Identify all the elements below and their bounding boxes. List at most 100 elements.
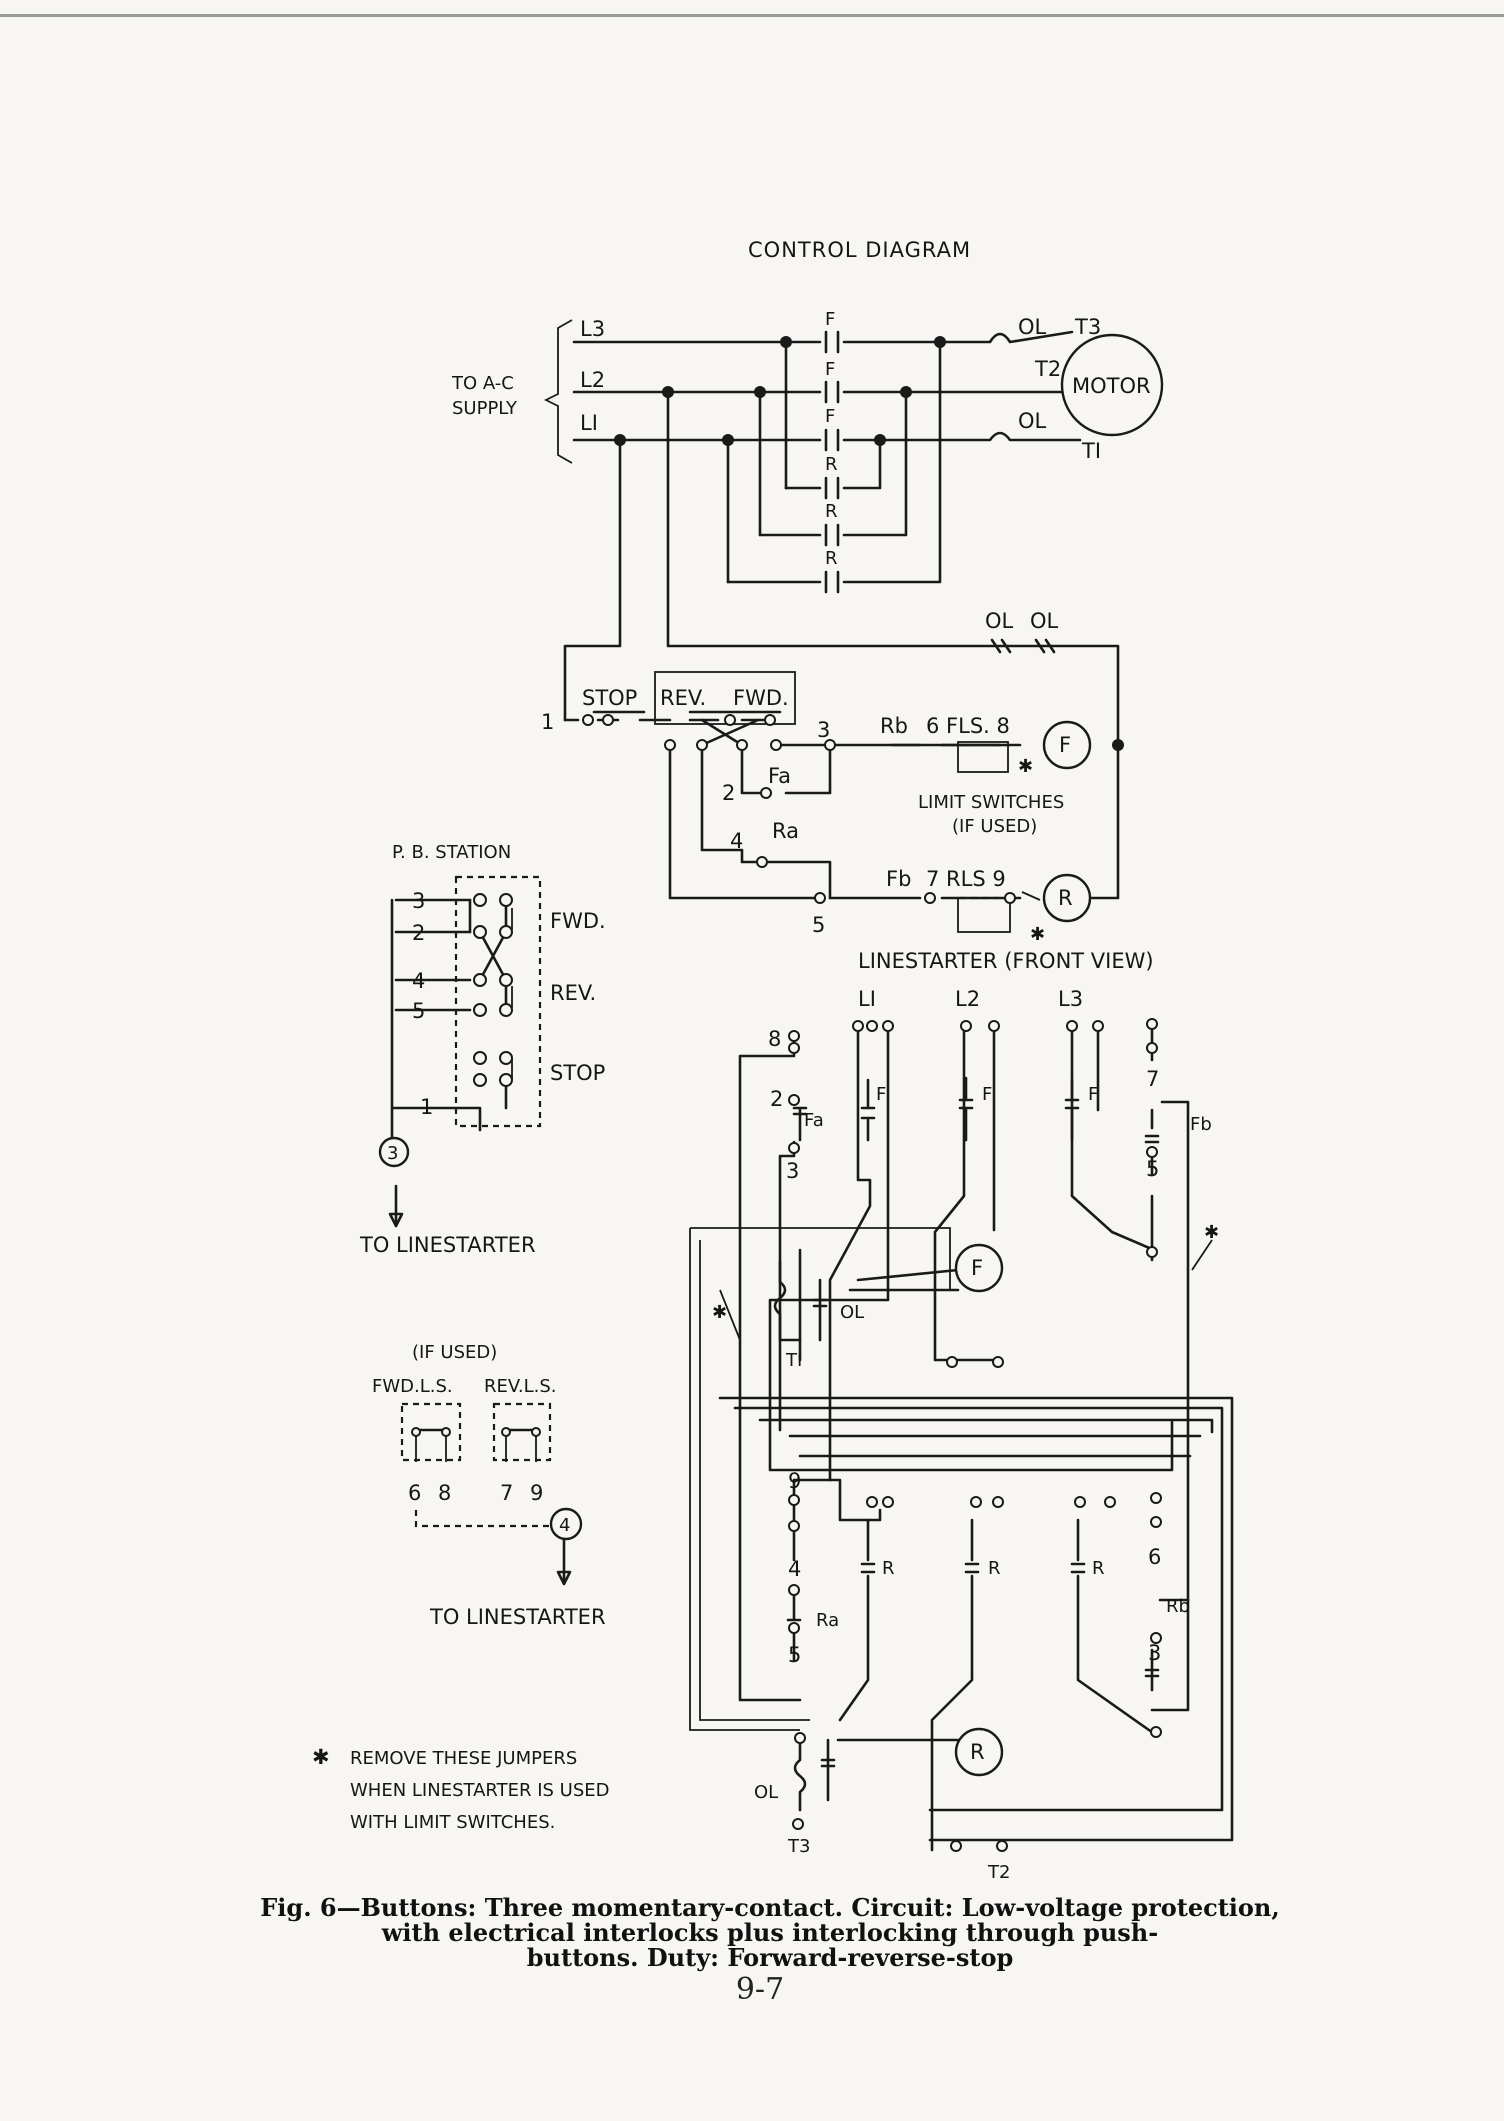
linestarter-title: LINESTARTER (FRONT VIEW) <box>858 949 1154 973</box>
footnote-mark: ✱ <box>312 1745 330 1769</box>
ls-label-fb: Fb <box>1190 1114 1212 1135</box>
interlock-fb-label: Fb <box>886 867 911 891</box>
linestarter-jumper-arrows <box>719 891 1213 1341</box>
footnote-line2: WHEN LINESTARTER IS USED <box>350 1780 610 1801</box>
control-junction <box>1112 739 1124 751</box>
supply-label-line2: SUPPLY <box>452 398 518 419</box>
motor-ol-label-1: OL <box>1018 315 1047 339</box>
ls-label-ol-lower: OL <box>754 1782 778 1803</box>
ls-label-ra: Ra <box>816 1610 839 1631</box>
ls-left-terminal-2: 2 <box>770 1087 783 1111</box>
r-contact-label-3: R <box>825 548 838 569</box>
ls-label-t3: T3 <box>787 1836 810 1857</box>
ls-terminal-9: 9 <box>530 1481 543 1505</box>
motor-ol-label-2: OL <box>1018 409 1047 433</box>
ls-circle-marker <box>549 1507 583 1541</box>
coil-f-label: F <box>1059 733 1071 757</box>
wire-number-5: 5 <box>812 913 825 937</box>
ls-line-l1: LI <box>858 987 876 1011</box>
pb-circle-marker <box>378 1136 410 1168</box>
stop-button-label: STOP <box>582 686 637 710</box>
linestarter-coil-r-label: R <box>970 1740 985 1764</box>
ls-contact-f-2: F <box>982 1084 992 1105</box>
pb-terminal-4: 4 <box>412 969 425 993</box>
pb-fwd-label: FWD. <box>550 909 606 933</box>
linestarter-coil-f-label: F <box>971 1256 983 1280</box>
ls-right-terminal-7: 7 <box>1146 1067 1159 1091</box>
line-l1-label: LI <box>580 411 598 435</box>
ls-circle-label: 4 <box>559 1515 570 1536</box>
ls-left-terminal-4: 4 <box>788 1557 801 1581</box>
ls-contact-f-3: F <box>1088 1084 1098 1105</box>
fls-label: 6 FLS. 8 <box>926 714 1010 738</box>
ls-contact-r-3: R <box>1092 1558 1105 1579</box>
pb-terminal-3: 3 <box>412 889 425 913</box>
ls-label-ol-upper: OL <box>840 1302 864 1323</box>
page-top-rule <box>0 14 1504 17</box>
rev-button-label: REV. <box>660 686 706 710</box>
pb-terminal-1: 1 <box>420 1095 433 1119</box>
linestarter-terminals <box>788 1018 1162 1852</box>
figure-caption: Fig. 6—Buttons: Three momentary-contact.… <box>230 1895 1310 1970</box>
control-ol-label-1: OL <box>985 609 1014 633</box>
caption-line1: Fig. 6—Buttons: Three momentary-contact.… <box>260 1893 1280 1922</box>
interlock-rb-label: Rb <box>880 714 908 738</box>
ls-label-fa: Fa <box>804 1110 824 1131</box>
diagram-title: CONTROL DIAGRAM <box>748 238 971 262</box>
fwd-button-label: FWD. <box>733 686 789 710</box>
wire-number-3: 3 <box>817 718 830 742</box>
ls-to-linestarter: TO LINESTARTER <box>429 1605 606 1629</box>
line-l3-label: L3 <box>580 317 605 341</box>
caption-line2: with electrical interlocks plus interloc… <box>381 1918 1159 1947</box>
ls-left-terminal-3: 3 <box>786 1159 799 1183</box>
rev-ls-label: REV.L.S. <box>484 1376 557 1397</box>
r-contact-label-1: R <box>825 454 838 475</box>
ls-left-terminal-5: 5 <box>788 1643 801 1667</box>
ls-terminal-6: 6 <box>408 1481 421 1505</box>
control-wiring <box>563 390 1120 900</box>
pb-circle-label: 3 <box>387 1143 398 1164</box>
supply-label-line1: TO A-C <box>451 373 514 394</box>
ls-line-l3: L3 <box>1058 987 1083 1011</box>
jumper-mark-2: ✱ <box>1030 924 1045 945</box>
footnote-line1: REMOVE THESE JUMPERS <box>350 1748 577 1769</box>
ls-left-terminal-9: 9 <box>788 1469 801 1493</box>
ls-left-terminal-8: 8 <box>768 1027 781 1051</box>
r-contact-label-2: R <box>825 501 838 522</box>
supply-brace <box>543 319 573 464</box>
ls-line-l2: L2 <box>955 987 980 1011</box>
pb-terminal-5: 5 <box>412 999 425 1023</box>
motor-terminal-t3: T3 <box>1074 315 1101 339</box>
f-contact-label-3: F <box>825 406 835 427</box>
page-number: 9-7 <box>735 1972 785 2007</box>
wire-number-1: 1 <box>541 710 554 734</box>
rls-label: 7 RLS 9 <box>926 867 1006 891</box>
ls-terminal-7: 7 <box>500 1481 513 1505</box>
pb-stop-label: STOP <box>550 1061 605 1085</box>
motor-label: MOTOR <box>1072 374 1151 398</box>
limit-switches-label-line2: (IF USED) <box>952 816 1037 837</box>
f-contact-label-1: F <box>825 309 835 330</box>
ls-right-terminal-6: 6 <box>1148 1545 1161 1569</box>
motor-terminal-t1: TI <box>1081 439 1101 463</box>
jumper-mark-1: ✱ <box>1018 756 1033 777</box>
pb-station-drawing <box>388 875 542 1228</box>
footnote-line3: WITH LIMIT SWITCHES. <box>350 1812 555 1833</box>
pb-to-linestarter: TO LINESTARTER <box>359 1233 536 1257</box>
linestarter-coil-f <box>954 1243 1004 1293</box>
fwd-ls-label: FWD.L.S. <box>372 1376 453 1397</box>
limit-switch-drawing <box>400 1402 572 1586</box>
ls-if-used: (IF USED) <box>412 1342 497 1363</box>
ls-contact-f-1: F <box>876 1084 886 1105</box>
power-lines <box>572 330 1082 594</box>
ls-label-t1: TI <box>785 1350 802 1371</box>
ls-jumper-mark-left: ✱ <box>712 1302 727 1323</box>
wire-number-2: 2 <box>722 781 735 805</box>
f-contact-label-2: F <box>825 359 835 380</box>
motor-symbol <box>1060 333 1164 437</box>
ls-terminal-8: 8 <box>438 1481 451 1505</box>
power-junctions <box>614 336 946 446</box>
control-terminals <box>582 714 1016 904</box>
